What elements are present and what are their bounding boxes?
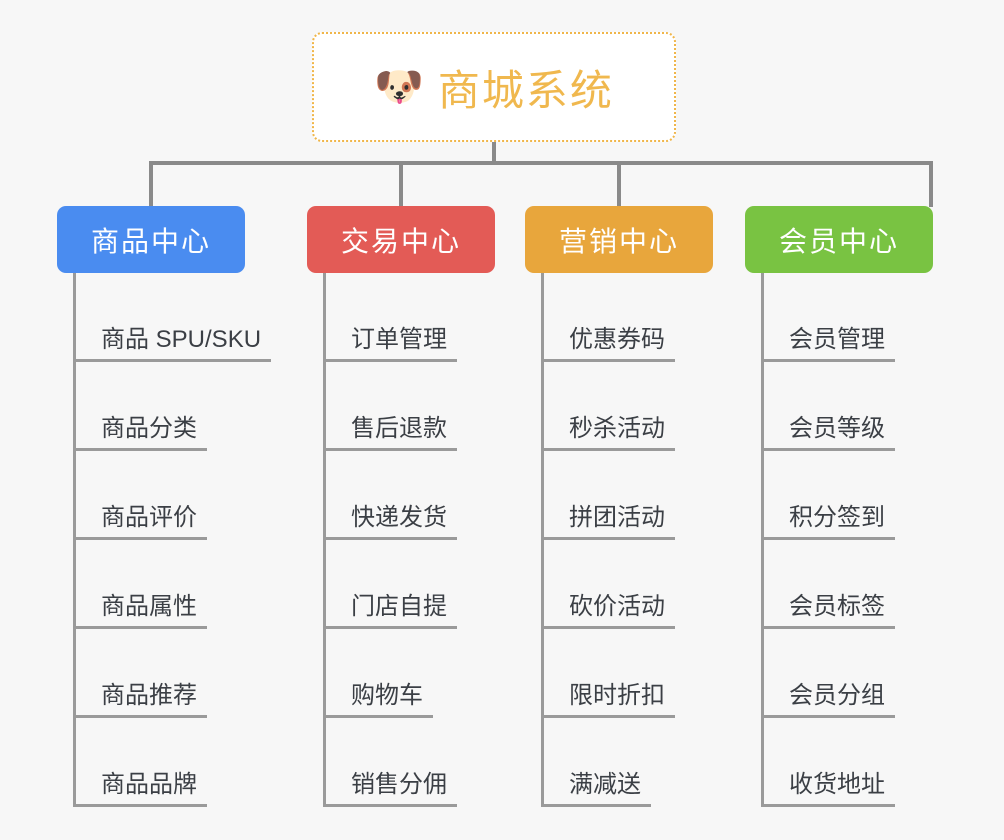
leaf-item-label: 商品评价 bbox=[73, 504, 207, 540]
leaf-item[interactable]: 会员标签 bbox=[761, 540, 895, 629]
leaf-item-label: 门店自提 bbox=[323, 593, 457, 629]
leaf-item[interactable]: 订单管理 bbox=[323, 273, 457, 362]
leaf-item[interactable]: 销售分佣 bbox=[323, 718, 457, 807]
branch-trunk-1 bbox=[323, 273, 326, 807]
branch-leaves-3: 会员管理会员等级积分签到会员标签会员分组收货地址 bbox=[761, 273, 895, 807]
branch-leaves-0: 商品 SPU/SKU 商品分类商品评价商品属性商品推荐商品品牌 bbox=[73, 273, 272, 807]
leaf-item[interactable]: 售后退款 bbox=[323, 362, 457, 451]
branch-label-0: 商品中心 bbox=[90, 225, 211, 257]
branch-bus-connector bbox=[149, 161, 933, 165]
branch-drop-connector-3 bbox=[617, 161, 621, 207]
shiba-dog-icon: 🐶 bbox=[374, 65, 424, 109]
leaf-item-label: 快递发货 bbox=[323, 504, 457, 540]
branch-box-0[interactable]: 商品中心 bbox=[57, 206, 245, 273]
branch-label-3: 会员中心 bbox=[778, 225, 899, 257]
leaf-item-label: 会员等级 bbox=[761, 415, 895, 451]
leaf-item[interactable]: 会员分组 bbox=[761, 629, 895, 718]
leaf-item-label: 商品分类 bbox=[73, 415, 207, 451]
branch-box-3[interactable]: 会员中心 bbox=[745, 206, 933, 273]
leaf-item[interactable]: 快递发货 bbox=[323, 451, 457, 540]
leaf-item[interactable]: 砍价活动 bbox=[541, 540, 675, 629]
leaf-item-label: 商品品牌 bbox=[73, 771, 207, 807]
branch-column-0: 商品 SPU/SKU 商品分类商品评价商品属性商品推荐商品品牌 bbox=[73, 273, 272, 807]
branch-label-1: 交易中心 bbox=[340, 225, 461, 257]
leaf-item-label: 商品推荐 bbox=[73, 682, 207, 718]
leaf-item[interactable]: 商品 SPU/SKU bbox=[73, 273, 272, 362]
branch-box-1[interactable]: 交易中心 bbox=[307, 206, 495, 273]
leaf-item[interactable]: 商品评价 bbox=[73, 451, 271, 540]
leaf-item-label: 收货地址 bbox=[761, 771, 895, 807]
leaf-item-label: 限时折扣 bbox=[541, 682, 675, 718]
leaf-item-label: 会员管理 bbox=[761, 326, 895, 362]
leaf-item[interactable]: 会员等级 bbox=[761, 362, 895, 451]
leaf-item[interactable]: 商品分类 bbox=[73, 362, 271, 451]
leaf-item-label: 商品 SPU/SKU bbox=[73, 326, 272, 362]
leaf-item-label: 商品属性 bbox=[73, 593, 207, 629]
leaf-item-label: 会员分组 bbox=[761, 682, 895, 718]
branch-trunk-3 bbox=[761, 273, 764, 807]
branch-trunk-0 bbox=[73, 273, 76, 807]
leaf-item[interactable]: 优惠券码 bbox=[541, 273, 675, 362]
leaf-item[interactable]: 限时折扣 bbox=[541, 629, 675, 718]
leaf-item-label: 优惠券码 bbox=[541, 326, 675, 362]
leaf-item-label: 砍价活动 bbox=[541, 593, 675, 629]
branch-drop-connector-1 bbox=[149, 161, 153, 207]
branch-leaves-2: 优惠券码秒杀活动拼团活动砍价活动限时折扣满减送 bbox=[541, 273, 675, 807]
branch-drop-connector-2 bbox=[399, 161, 403, 207]
branch-label-2: 营销中心 bbox=[558, 225, 679, 257]
branch-column-2: 优惠券码秒杀活动拼团活动砍价活动限时折扣满减送 bbox=[541, 273, 675, 807]
leaf-item[interactable]: 门店自提 bbox=[323, 540, 457, 629]
root-title: 商城系统 bbox=[437, 66, 614, 114]
root-stem-connector bbox=[492, 142, 496, 164]
branch-column-1: 订单管理售后退款快递发货门店自提购物车销售分佣 bbox=[323, 273, 457, 807]
leaf-item[interactable]: 商品品牌 bbox=[73, 718, 271, 807]
leaf-item-label: 积分签到 bbox=[761, 504, 895, 540]
leaf-item[interactable]: 商品属性 bbox=[73, 540, 271, 629]
branch-column-3: 会员管理会员等级积分签到会员标签会员分组收货地址 bbox=[761, 273, 895, 807]
leaf-item-label: 会员标签 bbox=[761, 593, 895, 629]
leaf-item[interactable]: 商品推荐 bbox=[73, 629, 271, 718]
leaf-item[interactable]: 秒杀活动 bbox=[541, 362, 675, 451]
leaf-item[interactable]: 积分签到 bbox=[761, 451, 895, 540]
leaf-item-label: 购物车 bbox=[323, 682, 433, 718]
leaf-item[interactable]: 拼团活动 bbox=[541, 451, 675, 540]
branch-box-2[interactable]: 营销中心 bbox=[525, 206, 713, 273]
leaf-item-label: 秒杀活动 bbox=[541, 415, 675, 451]
branch-drop-connector-4 bbox=[929, 161, 933, 207]
leaf-item[interactable]: 购物车 bbox=[323, 629, 457, 718]
leaf-item-label: 售后退款 bbox=[323, 415, 457, 451]
leaf-item-label: 订单管理 bbox=[323, 326, 457, 362]
leaf-item[interactable]: 满减送 bbox=[541, 718, 675, 807]
root-node[interactable]: 🐶 商城系统 bbox=[312, 32, 676, 142]
leaf-item-label: 销售分佣 bbox=[323, 771, 457, 807]
branch-leaves-1: 订单管理售后退款快递发货门店自提购物车销售分佣 bbox=[323, 273, 457, 807]
leaf-item[interactable]: 会员管理 bbox=[761, 273, 895, 362]
leaf-item[interactable]: 收货地址 bbox=[761, 718, 895, 807]
branch-trunk-2 bbox=[541, 273, 544, 807]
leaf-item-label: 拼团活动 bbox=[541, 504, 675, 540]
leaf-item-label: 满减送 bbox=[541, 771, 651, 807]
